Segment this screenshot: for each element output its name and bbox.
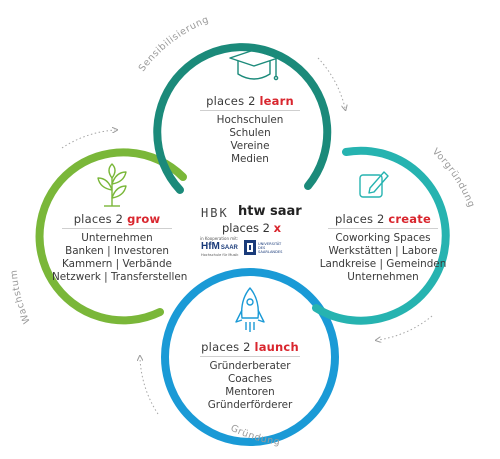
circle-create-title: places 2 create	[335, 212, 431, 226]
list-item: Landkreise | Gemeinden	[319, 258, 447, 270]
circle-learn-title: places 2 learn	[206, 94, 294, 108]
phase-arrow-top	[317, 57, 345, 108]
circle-grow-title: places 2 grow	[73, 212, 161, 226]
graduation-cap-icon	[229, 49, 279, 81]
list-item: Schulen	[229, 127, 271, 139]
ring-learn	[153, 43, 332, 194]
list-item: Netzwerk | Transferstellen	[52, 271, 188, 283]
phase-label-left: Wachstum	[9, 269, 33, 325]
divider	[200, 110, 300, 111]
divider	[62, 228, 172, 229]
pencil-note-icon	[359, 171, 389, 198]
list-item: Medien	[231, 153, 269, 165]
list-item: Gründerberater	[209, 360, 291, 372]
university-seal-icon	[244, 240, 256, 255]
ring-launch	[161, 268, 339, 446]
list-item: Gründerförderer	[207, 399, 293, 411]
circle-launch-content: places 2 launch Gründerberater Coaches M…	[190, 340, 310, 412]
list-item: Coworking Spaces	[335, 232, 431, 244]
list-item: Werkstätten | Labore	[328, 245, 438, 257]
htw-saar-logo: htw saar	[238, 204, 302, 219]
phase-arrow-bottom	[140, 358, 159, 415]
divider	[200, 356, 300, 357]
rocket-icon	[235, 287, 265, 332]
sprout-icon	[97, 163, 127, 207]
circle-create-content: places 2 create Coworking Spaces Werkstä…	[318, 212, 448, 284]
hbk-logo: HBK	[201, 206, 229, 220]
divider	[328, 228, 438, 229]
hfm-subtitle: Hochschule für Musik	[201, 253, 239, 257]
list-item: Hochschulen	[216, 114, 284, 126]
list-item: Kammern | Verbände	[62, 258, 172, 270]
phase-arrow-left	[61, 130, 115, 149]
list-item: Unternehmen	[347, 271, 419, 283]
center-title: places 2 x	[222, 221, 281, 235]
university-logo-text: UNIVERSITÄT DES SAARLANDES	[258, 242, 283, 254]
ring-create	[312, 146, 450, 325]
list-item: Unternehmen	[81, 232, 153, 244]
cooperation-note: in Kooperation mit:	[200, 236, 239, 241]
list-item: Banken | Investoren	[65, 245, 169, 257]
list-item: Vereine	[230, 140, 270, 152]
phase-arrow-right	[378, 315, 433, 340]
list-item: Mentoren	[225, 386, 275, 398]
hfm-logo: HfMSAAR	[201, 241, 238, 252]
circle-launch-title: places 2 launch	[201, 340, 299, 354]
circle-grow-content: places 2 grow Unternehmen Banken | Inves…	[52, 212, 188, 284]
circle-learn-content: places 2 learn Hochschulen Schulen Verei…	[190, 94, 310, 166]
list-item: Coaches	[227, 373, 273, 385]
ring-grow	[35, 148, 187, 325]
phase-label-top: Sensibilisierung	[137, 14, 211, 74]
